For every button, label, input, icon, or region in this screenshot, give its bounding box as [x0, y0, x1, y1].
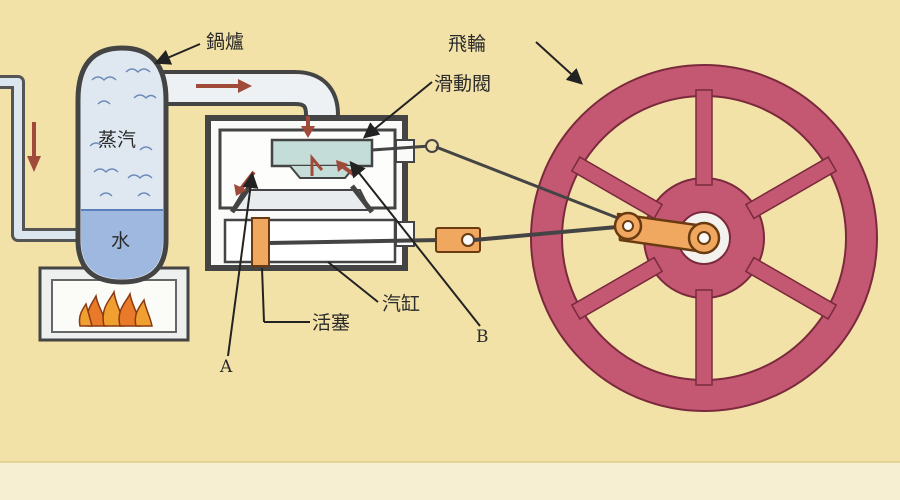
port-a-leader [227, 172, 259, 357]
boiler [75, 45, 169, 285]
cylinder-leader [327, 261, 379, 303]
crosshead [435, 227, 481, 253]
water-label: 水 [111, 230, 130, 252]
slide-valve-label: 滑動閥 [434, 73, 491, 95]
port-b-label: B [476, 327, 489, 347]
port-a-label: A [219, 357, 233, 377]
slide-valve-leader [362, 81, 433, 139]
flywheel-leader [535, 41, 583, 85]
bottom-strip [0, 462, 900, 500]
piston-label: 活塞 [312, 312, 350, 334]
crank-arm [613, 211, 721, 255]
steam-cloud-icon [89, 68, 157, 197]
boiler-leader [154, 43, 201, 65]
valve-rod [371, 144, 431, 152]
piston [251, 217, 270, 267]
steam-label: 蒸汽 [98, 129, 136, 151]
flame-icon [78, 289, 153, 327]
connecting-rod [473, 224, 629, 242]
boiler-label: 鍋爐 [206, 31, 244, 53]
port-b-leader [349, 160, 481, 327]
valve-rod-pin [425, 139, 439, 153]
flywheel-label: 飛輪 [448, 33, 486, 55]
cylinder-label: 汽缸 [382, 293, 420, 315]
valve-linkage [435, 145, 629, 224]
boiler-water [81, 210, 163, 279]
